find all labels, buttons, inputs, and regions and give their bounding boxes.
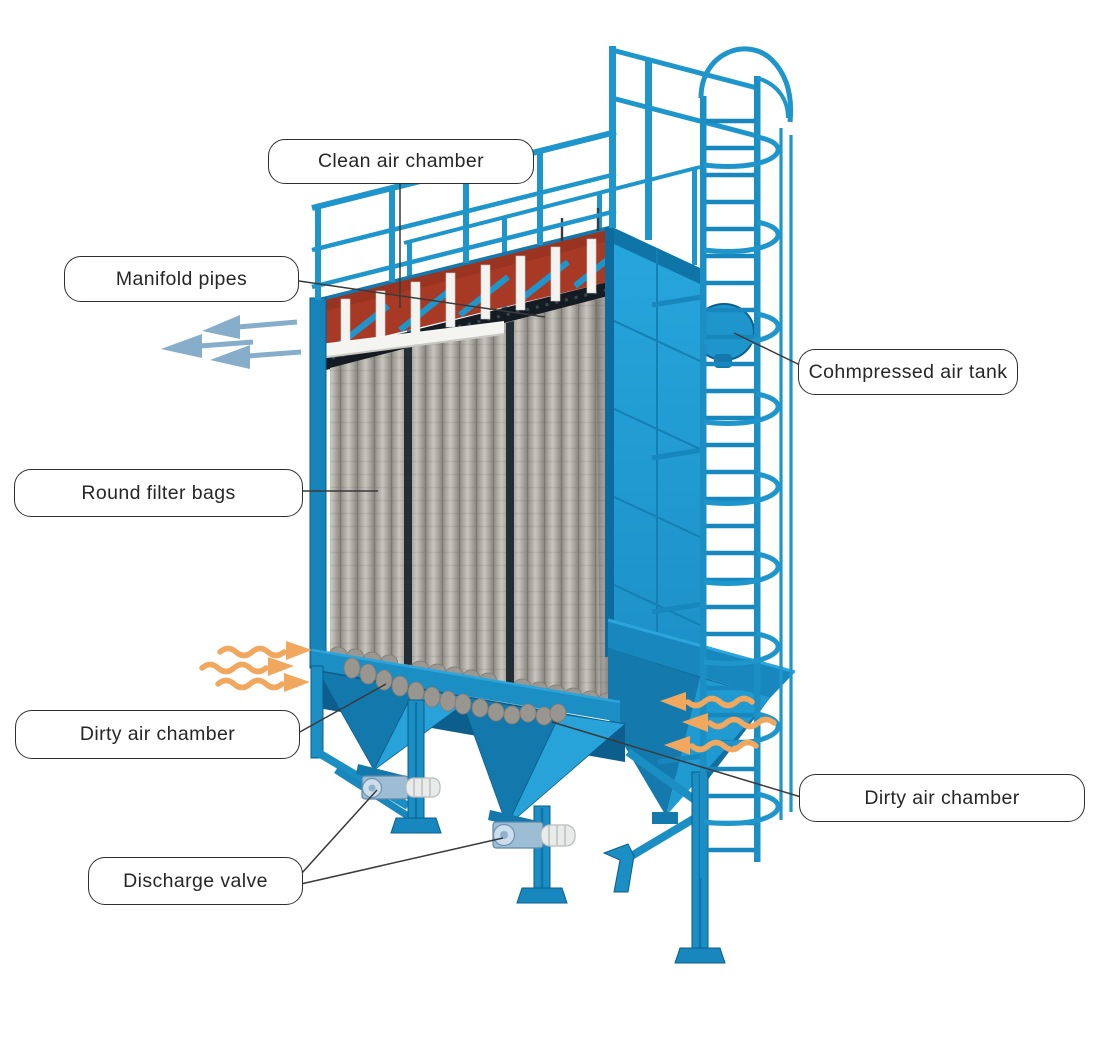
front-corner-column — [309, 297, 327, 669]
leader-compressed-air-tank — [733, 332, 803, 367]
discharge-valve-left — [356, 764, 441, 800]
callout-discharge-valve: Discharge valve — [88, 857, 303, 905]
ladder-wall-brackets — [651, 294, 703, 765]
access-ladder — [651, 46, 794, 878]
ladder-rungs — [706, 104, 754, 854]
dirty-air-arrows-right — [660, 692, 777, 755]
leader-manifold-pipes — [298, 280, 546, 318]
clean-air-arrows — [161, 315, 302, 369]
dirty-air-arrows-left — [199, 641, 312, 692]
callout-compressed-air-tank: Cohmpressed air tank — [798, 349, 1018, 395]
roof-antenna-sticks — [560, 208, 600, 241]
leader-dirty-air-chamber-left — [297, 683, 387, 734]
leader-discharge-valve-right — [300, 837, 504, 885]
hopper-right — [459, 695, 626, 828]
bag-bottoms-hanging — [343, 657, 567, 726]
manifold-header-beam — [319, 321, 505, 359]
leader-discharge-valve-left — [300, 789, 378, 875]
callout-round-filter-bags: Round filter bags — [14, 469, 303, 517]
leader-lines — [297, 182, 803, 885]
callout-clean-air-chamber: Clean air chamber — [268, 139, 534, 184]
leader-dirty-air-chamber-right — [551, 721, 802, 798]
manifold-pipes-row — [340, 238, 597, 354]
discharge-valve-right — [488, 810, 576, 849]
right-side-wall — [605, 227, 701, 720]
callout-dirty-air-chamber-right: Dirty air chamber — [799, 774, 1085, 822]
callout-manifold-pipes: Manifold pipes — [64, 256, 299, 302]
callout-dirty-air-chamber-left: Dirty air chamber — [15, 710, 300, 759]
